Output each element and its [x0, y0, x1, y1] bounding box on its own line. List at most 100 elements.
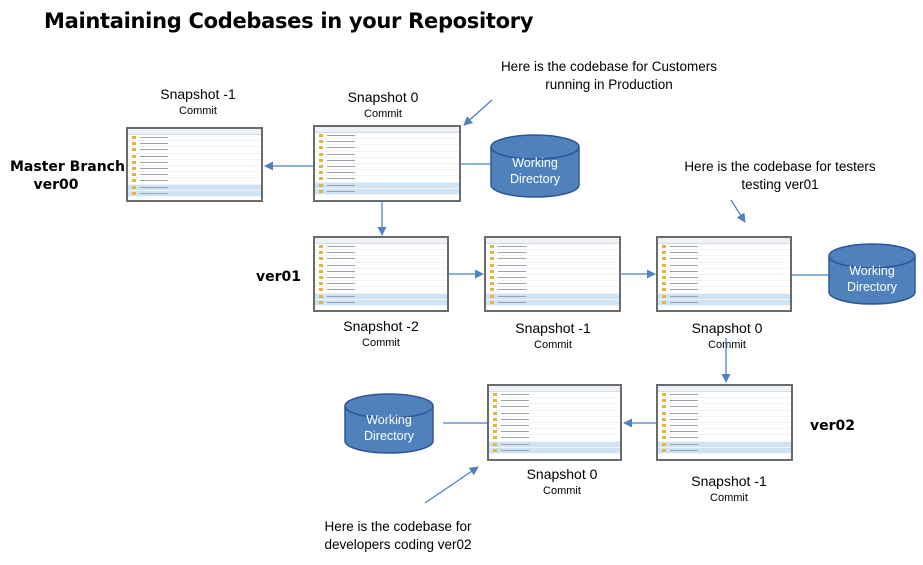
thumbnail-file-row [315, 182, 459, 189]
explorer-thumbnail-master-prev [126, 127, 263, 202]
thumbnail-file-row [315, 281, 447, 288]
note-line: Here is the codebase for [324, 519, 472, 534]
thumbnail-file-row [128, 184, 261, 191]
thumbnail-header [315, 127, 459, 133]
snapshot-name: Snapshot -1 [691, 473, 767, 489]
thumbnail-file-row [486, 263, 619, 269]
thumbnail-file-row [489, 447, 620, 454]
explorer-thumbnail-v1-c [656, 236, 792, 312]
thumbnail-file-row [658, 447, 791, 454]
thumbnail-file-row [489, 404, 620, 411]
thumbnail-header [489, 386, 620, 392]
thumbnail-file-row [128, 135, 261, 142]
callout-arrow-testers [730, 199, 746, 223]
note-line: running in Production [545, 77, 673, 92]
thumbnail-file-row [489, 441, 620, 448]
thumbnail-file-row [486, 250, 619, 257]
snapshot-commit: Commit [179, 105, 217, 117]
snapshot-label-v2-curr: Snapshot 0 Commit [507, 466, 617, 500]
thumbnail-file-row [658, 299, 790, 306]
thumbnail-file-row [489, 435, 620, 442]
thumbnail-file-row [658, 269, 790, 275]
thumbnail-file-row [315, 263, 447, 269]
snapshot-label-v1-a: Snapshot -2 Commit [326, 318, 436, 352]
note-line: developers coding ver02 [324, 537, 472, 552]
thumbnail-header [658, 386, 791, 392]
thumbnail-file-row [658, 435, 791, 442]
thumbnail-file-row [658, 423, 791, 430]
working-dir-text-line2: Directory [847, 280, 898, 294]
explorer-thumbnail-v1-b [484, 236, 621, 312]
master-branch-name: Master Branch [10, 159, 125, 175]
snapshot-commit: Commit [708, 339, 746, 351]
thumbnail-file-row [486, 256, 619, 263]
thumbnail-file-row [315, 244, 447, 251]
master-branch-label: Master Branch ver00 [10, 158, 125, 194]
snapshot-name: Snapshot 0 [347, 89, 419, 105]
thumbnail-file-row [315, 250, 447, 257]
thumbnail-file-row [658, 429, 791, 436]
working-dir-text-line2: Directory [364, 429, 415, 443]
snapshot-commit: Commit [364, 108, 402, 120]
master-branch-version: ver00 [33, 177, 79, 193]
thumbnail-file-row [486, 281, 619, 288]
note-testers: Here is the codebase for testers testing… [664, 158, 896, 194]
thumbnail-file-row [315, 164, 459, 171]
thumbnail-file-row [658, 275, 790, 282]
thumbnail-file-row [315, 158, 459, 164]
thumbnail-file-row [315, 188, 459, 195]
working-directory-cylinder-ver01 [828, 243, 916, 305]
thumbnail-header [658, 238, 790, 244]
explorer-thumbnail-v1-a [313, 236, 449, 312]
thumbnail-file-row [315, 170, 459, 177]
thumbnail-file-row [489, 398, 620, 405]
thumbnail-file-row [658, 281, 790, 288]
snapshot-name: Snapshot -1 [515, 320, 591, 336]
snapshot-commit: Commit [362, 337, 400, 349]
snapshot-label-master-curr: Snapshot 0 Commit [328, 89, 438, 123]
snapshot-name: Snapshot 0 [691, 320, 763, 336]
snapshot-commit: Commit [710, 492, 748, 504]
thumbnail-file-row [658, 263, 790, 269]
callout-arrow-developers [424, 466, 479, 504]
thumbnail-file-row [128, 172, 261, 179]
snapshot-name: Snapshot -2 [343, 318, 419, 334]
snapshot-name: Snapshot 0 [526, 466, 598, 482]
thumbnail-file-row [658, 256, 790, 263]
thumbnail-file-row [315, 176, 459, 183]
thumbnail-file-row [128, 154, 261, 160]
thumbnail-file-row [658, 398, 791, 405]
thumbnail-file-row [128, 160, 261, 166]
thumbnail-file-row [658, 411, 791, 417]
snapshot-commit: Commit [534, 339, 572, 351]
thumbnail-file-row [489, 417, 620, 423]
thumbnail-header [128, 129, 261, 135]
working-dir-text-line1: Working [512, 156, 558, 170]
thumbnail-file-row [658, 404, 791, 411]
thumbnail-file-row [315, 145, 459, 152]
thumbnail-file-row [658, 392, 791, 399]
thumbnail-file-row [489, 392, 620, 399]
working-directory-cylinder-ver02 [344, 393, 434, 454]
note-line: Here is the codebase for testers [684, 159, 876, 174]
thumbnail-file-row [486, 287, 619, 294]
thumbnail-file-row [658, 250, 790, 257]
thumbnail-file-row [486, 299, 619, 306]
thumbnail-file-row [128, 141, 261, 148]
thumbnail-header [486, 238, 619, 244]
note-line: Here is the codebase for Customers [500, 59, 718, 74]
snapshot-name: Snapshot -1 [160, 86, 236, 102]
thumbnail-file-row [315, 139, 459, 146]
thumbnail-file-row [489, 423, 620, 430]
thumbnail-file-row [486, 269, 619, 275]
working-dir-text-line2: Directory [510, 172, 561, 186]
explorer-thumbnail-v2-prev [656, 384, 793, 461]
thumbnail-file-row [486, 275, 619, 282]
snapshot-label-master-prev: Snapshot -1 Commit [143, 86, 253, 120]
snapshot-label-v1-b: Snapshot -1 Commit [498, 320, 608, 354]
working-dir-text-line1: Working [849, 264, 895, 278]
thumbnail-file-row [128, 178, 261, 185]
ver01-branch-label: ver01 [256, 269, 302, 285]
working-dir-text-line1: Working [366, 413, 412, 427]
thumbnail-file-row [658, 293, 790, 300]
